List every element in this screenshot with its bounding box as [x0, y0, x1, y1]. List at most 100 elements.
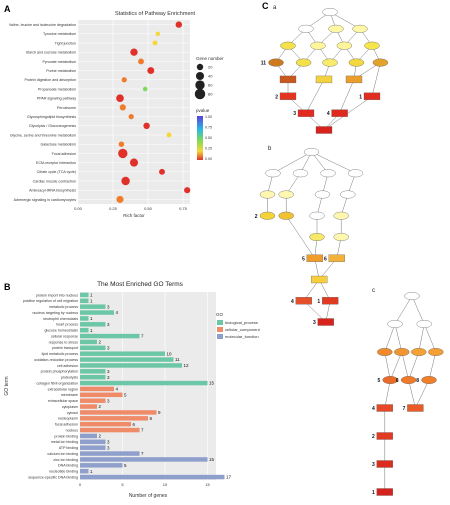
network-node-rank: 6 [396, 378, 399, 384]
legend-swatch [217, 334, 223, 339]
category-label: Tight junction [55, 41, 76, 45]
pathway-point [166, 132, 172, 138]
category-label: Focal adhesion [52, 152, 76, 156]
go-term-label: cellular response [51, 334, 78, 338]
network-edge [418, 323, 425, 353]
network-node [328, 24, 344, 33]
network-edge [339, 79, 355, 114]
go-bar [80, 468, 89, 474]
category-label: PPAR signaling pathway [37, 97, 76, 101]
network-node [310, 41, 326, 50]
network-node-rank: 2 [275, 94, 278, 100]
network-node [322, 297, 339, 305]
go-bar-value: 5 [124, 463, 127, 468]
pathway-point [155, 31, 161, 37]
go-bar-value: 2 [99, 340, 102, 345]
network-node [377, 348, 393, 356]
legend-label: molecular_function [225, 334, 259, 339]
pathway-point [121, 77, 127, 83]
go-bar [80, 357, 174, 362]
network-edge [390, 351, 402, 381]
network-edge [305, 79, 325, 114]
go-term-label: heart process [56, 323, 78, 327]
network-node-rank: 1 [359, 94, 362, 100]
legend-color-tick: 1.00 [205, 115, 212, 119]
pathway-point [130, 48, 138, 56]
go-bar-value: 3 [107, 345, 110, 350]
go-bar [80, 316, 89, 321]
network-node [306, 254, 323, 262]
go-bar [80, 369, 106, 374]
go-term-label: cell adhesion [57, 364, 78, 368]
go-term-label: nucleus targeting by nucleus [32, 311, 78, 315]
x-tick-label: 0 [79, 482, 82, 487]
pathway-point [116, 94, 124, 103]
panel-a-category-labels: Valine, leucine and isoleucine degradati… [9, 23, 76, 202]
network-node [340, 190, 356, 199]
category-label: Tyrosine metabolism [43, 32, 76, 36]
network-node [278, 190, 294, 199]
legend-size-dot [195, 80, 205, 90]
network-node [348, 58, 365, 67]
network-node [387, 320, 403, 328]
pathway-point [143, 122, 150, 130]
network-node-rank: 2 [372, 434, 375, 440]
go-bar [80, 339, 97, 345]
network-edge [394, 323, 402, 353]
panel-c-sub-b: b [268, 146, 272, 152]
network-edge [411, 295, 425, 325]
network-edge [424, 323, 436, 353]
network-node-rank: 4 [291, 299, 294, 305]
network-edge [286, 215, 315, 259]
legend-size-dot [194, 88, 206, 100]
go-term-label: collagen fibril organization [36, 381, 78, 385]
network-node [311, 275, 328, 284]
category-label: Glycolysis / Gluconeogenesis [29, 124, 76, 128]
category-label: ECM-receptor interaction [36, 161, 76, 165]
category-label: Galactose metabolism [40, 143, 76, 147]
go-bar-value: 15 [209, 381, 215, 386]
go-term-label: neutrophil chemotaxis [43, 317, 78, 321]
go-bar-value: 7 [141, 334, 144, 339]
network-node [315, 75, 333, 84]
go-bar [80, 433, 97, 439]
panel-b-letter: B [4, 282, 11, 292]
network-node [376, 432, 393, 440]
panel-b: B The Most Enriched GO Terms protein imp… [4, 281, 261, 499]
category-label: Pyruvate metabolism [42, 60, 76, 64]
go-bar-value: 1 [90, 298, 93, 303]
network-node-rank: 4 [372, 406, 375, 412]
go-bar-value: 9 [158, 410, 161, 415]
go-bar-value: 3 [107, 445, 110, 450]
pathway-point [138, 58, 144, 65]
go-bar [80, 427, 140, 433]
go-bar [80, 363, 182, 368]
panel-a-points [116, 21, 191, 203]
category-label: Glycine, serine and threonine metabolism [10, 133, 76, 137]
network-node-rank: 1 [317, 299, 320, 305]
pathway-point [118, 148, 128, 159]
go-term-label: lipid metabolic process [42, 352, 79, 356]
network-node [328, 254, 345, 262]
network-edge [384, 351, 391, 381]
go-bar-value: 2 [99, 404, 102, 409]
legend-size-label: 60 [208, 83, 213, 88]
panel-b-bars [80, 292, 225, 480]
panel-a: A Statistics of Pathway Enrichment Valin… [4, 4, 224, 218]
network-node [352, 24, 368, 33]
network-node [394, 348, 410, 356]
network-node [416, 320, 432, 328]
network-node [421, 376, 437, 384]
go-bar-value: 1 [90, 328, 93, 333]
network-node [404, 292, 420, 300]
pathway-point [129, 158, 139, 167]
network-node [376, 488, 393, 496]
go-bar [80, 416, 148, 421]
go-term-label: DNA binding [58, 464, 78, 468]
x-tick-label: 0.50 [144, 206, 153, 211]
go-term-label: positive regulation of cell migration [23, 299, 78, 303]
go-term-label: membrane [61, 393, 78, 397]
